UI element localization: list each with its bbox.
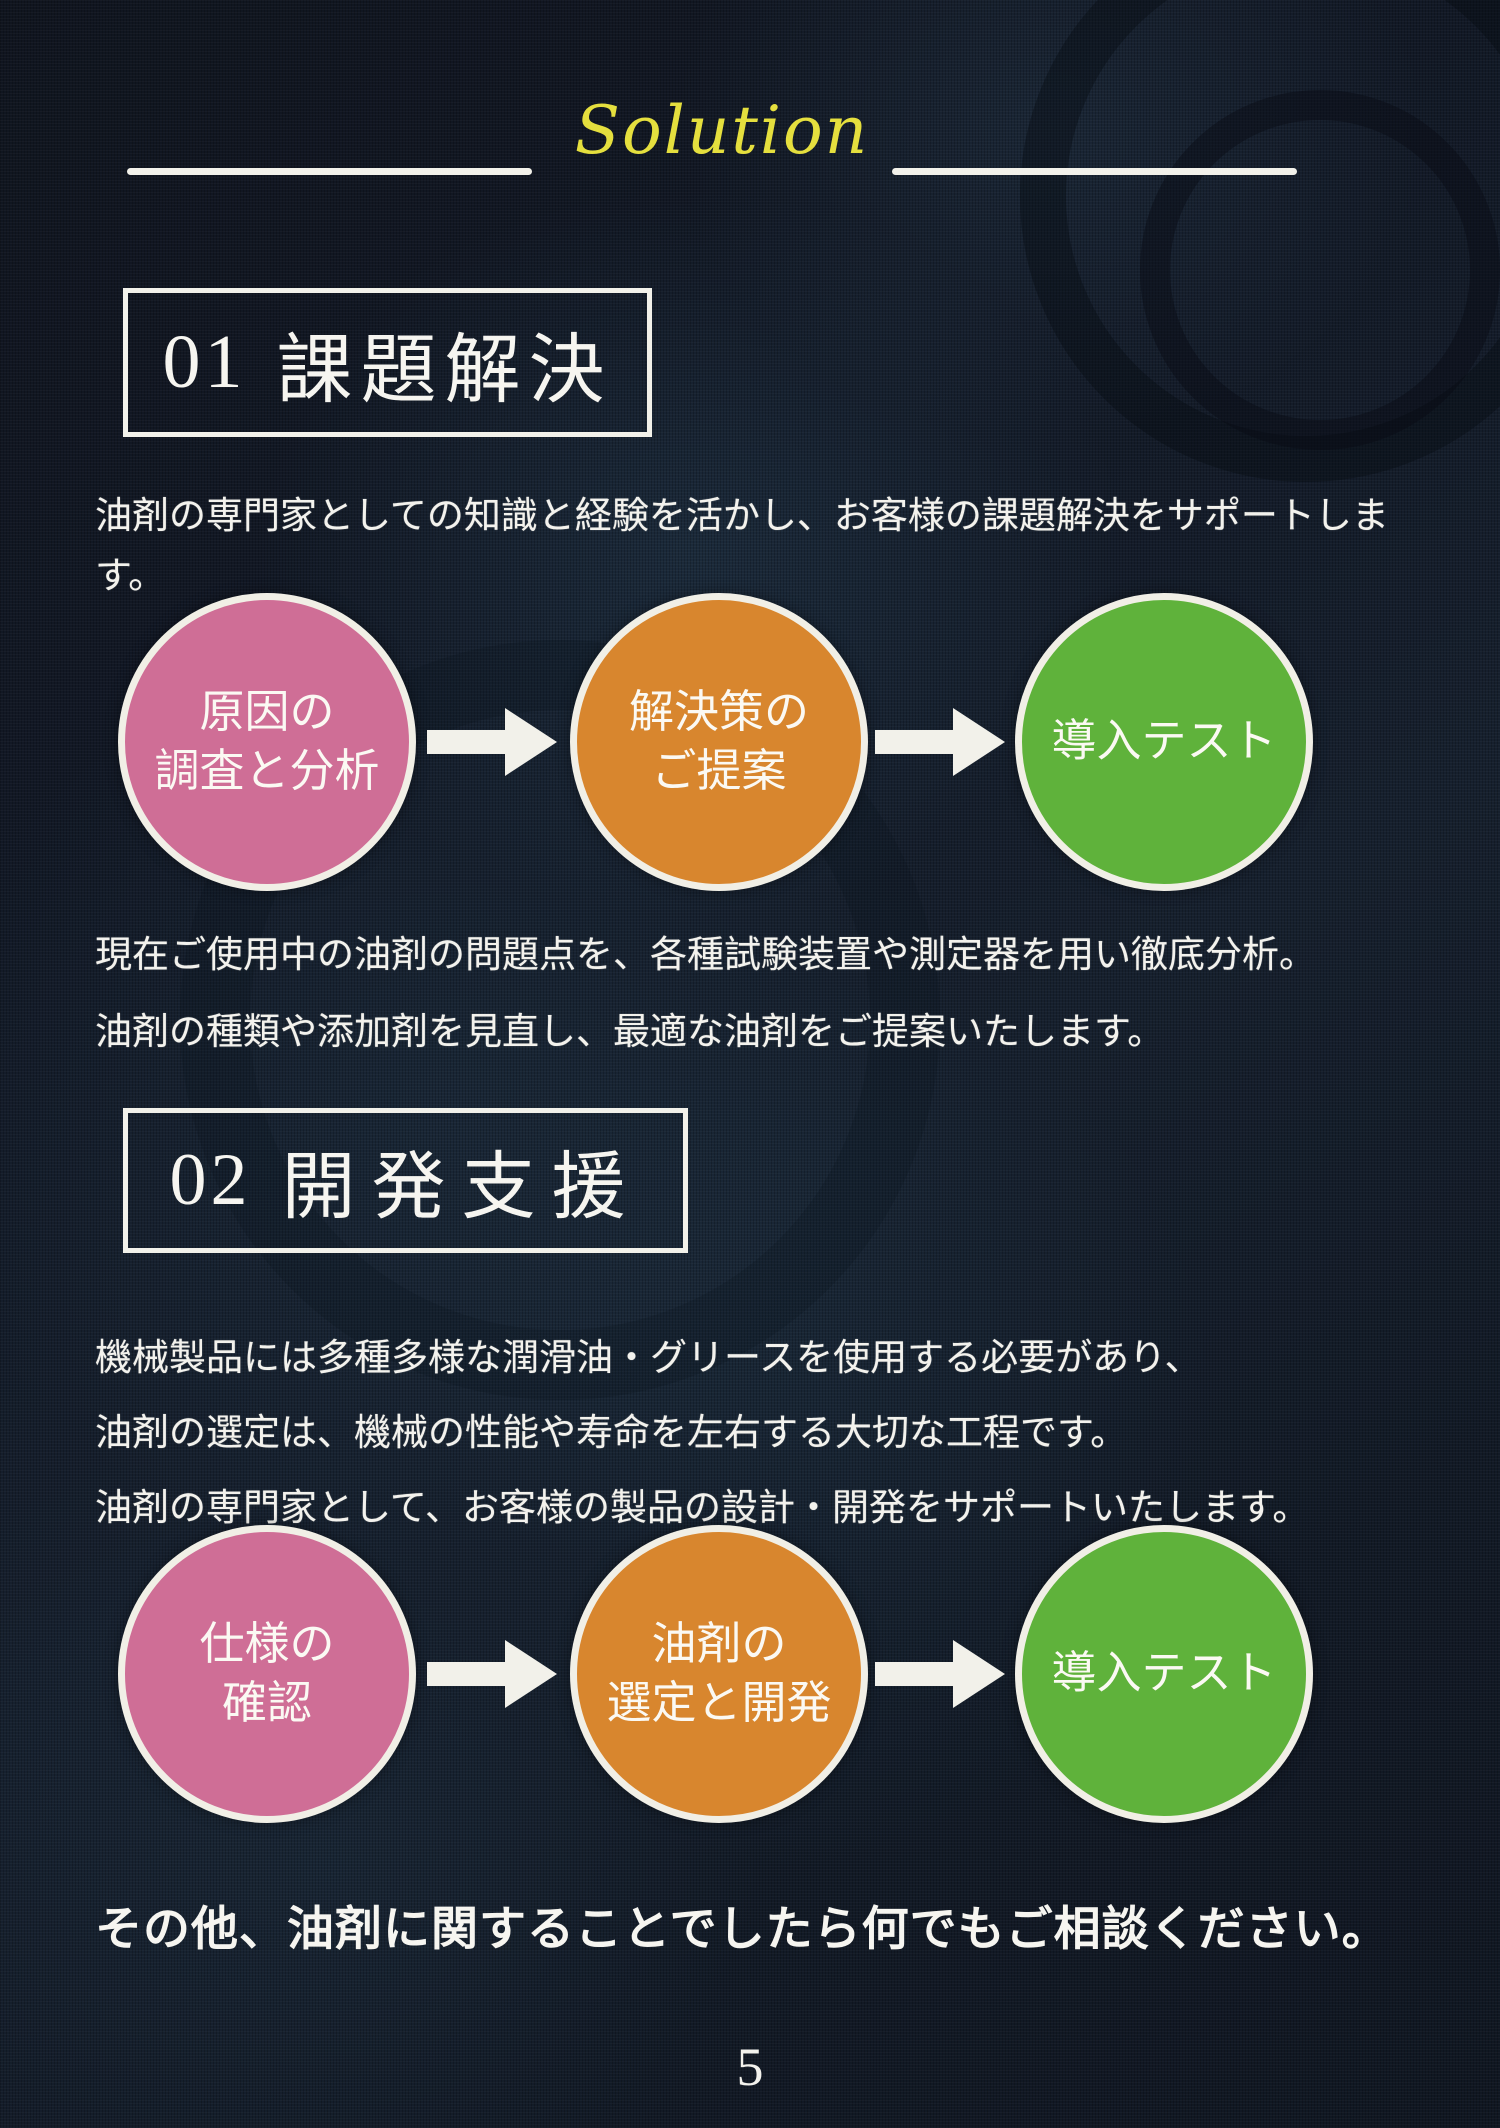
step-circle-selection-development: 油剤の 選定と開発 xyxy=(570,1525,868,1823)
background-ring-decoration xyxy=(1020,0,1500,482)
section-intro-line: 機械製品には多種多様な潤滑油・グリースを使用する必要があり、 xyxy=(95,1337,1202,1378)
section-number: 01 xyxy=(162,320,247,404)
step-label-line: 油剤の xyxy=(651,1618,787,1669)
section-body-line: 現在ご使用中の油剤の問題点を、各種試験装置や測定器を用い徹底分析。 xyxy=(95,934,1316,975)
step-circle-spec-check: 仕様の 確認 xyxy=(118,1525,416,1823)
footer-note: その他、油剤に関することでしたら何でもご相談ください。 xyxy=(95,1902,1390,1955)
section-number: 02 xyxy=(169,1139,252,1221)
arrow-right-icon xyxy=(875,1640,1005,1708)
step-circle-trial: 導入テスト xyxy=(1015,1525,1313,1823)
process-flow-01: 原因の 調査と分析 解決策の ご提案 導入テスト xyxy=(0,593,1500,891)
section-heading: 開発支援 xyxy=(281,1147,642,1229)
page-title: Solution xyxy=(574,92,870,169)
step-label-line: 導入テスト xyxy=(1051,716,1277,767)
section-intro-line: 油剤の選定は、機械の性能や寿命を左右する大切な工程です。 xyxy=(95,1412,1128,1453)
section-intro-line: 油剤の専門家としての知識と経験を活かし、お客様の課題解決をサポートします。 xyxy=(95,495,1389,596)
step-label-line: 調査と分析 xyxy=(154,746,380,796)
title-rule-right xyxy=(892,168,1297,175)
step-label-line: 選定と開発 xyxy=(606,1678,832,1728)
process-flow-02: 仕様の 確認 油剤の 選定と開発 導入テスト xyxy=(0,1525,1500,1823)
title-rule-left xyxy=(127,168,532,175)
section-02-heading-box: 02 開発支援 xyxy=(123,1108,688,1253)
step-circle-investigation: 原因の 調査と分析 xyxy=(118,593,416,891)
section-heading: 課題解決 xyxy=(276,328,613,413)
step-label-line: 確認 xyxy=(221,1678,312,1728)
step-label-line: 導入テスト xyxy=(1051,1648,1277,1699)
step-label-line: 原因の xyxy=(199,686,335,737)
section-01-heading-box: 01 課題解決 xyxy=(123,288,652,437)
step-label-line: 仕様の xyxy=(199,1618,335,1669)
arrow-right-icon xyxy=(427,1640,557,1708)
page-number: 5 xyxy=(736,2037,764,2097)
step-label-line: 解決策の xyxy=(628,686,809,737)
background-ring-decoration xyxy=(1140,90,1500,450)
step-label-line: ご提案 xyxy=(651,746,787,796)
section-02-intro: 機械製品には多種多様な潤滑油・グリースを使用する必要があり、 油剤の選定は、機械… xyxy=(95,1320,1455,1545)
section-01-body: 現在ご使用中の油剤の問題点を、各種試験装置や測定器を用い徹底分析。 油剤の種類や… xyxy=(95,916,1455,1070)
section-01-intro: 油剤の専門家としての知識と経験を活かし、お客様の課題解決をサポートします。 xyxy=(95,486,1455,606)
arrow-right-icon xyxy=(427,708,557,776)
section-intro-line: 油剤の専門家として、お客様の製品の設計・開発をサポートいたします。 xyxy=(95,1487,1310,1528)
section-body-line: 油剤の種類や添加剤を見直し、最適な油剤をご提案いたします。 xyxy=(95,1011,1165,1052)
arrow-right-icon xyxy=(875,708,1005,776)
step-circle-trial: 導入テスト xyxy=(1015,593,1313,891)
step-circle-proposal: 解決策の ご提案 xyxy=(570,593,868,891)
